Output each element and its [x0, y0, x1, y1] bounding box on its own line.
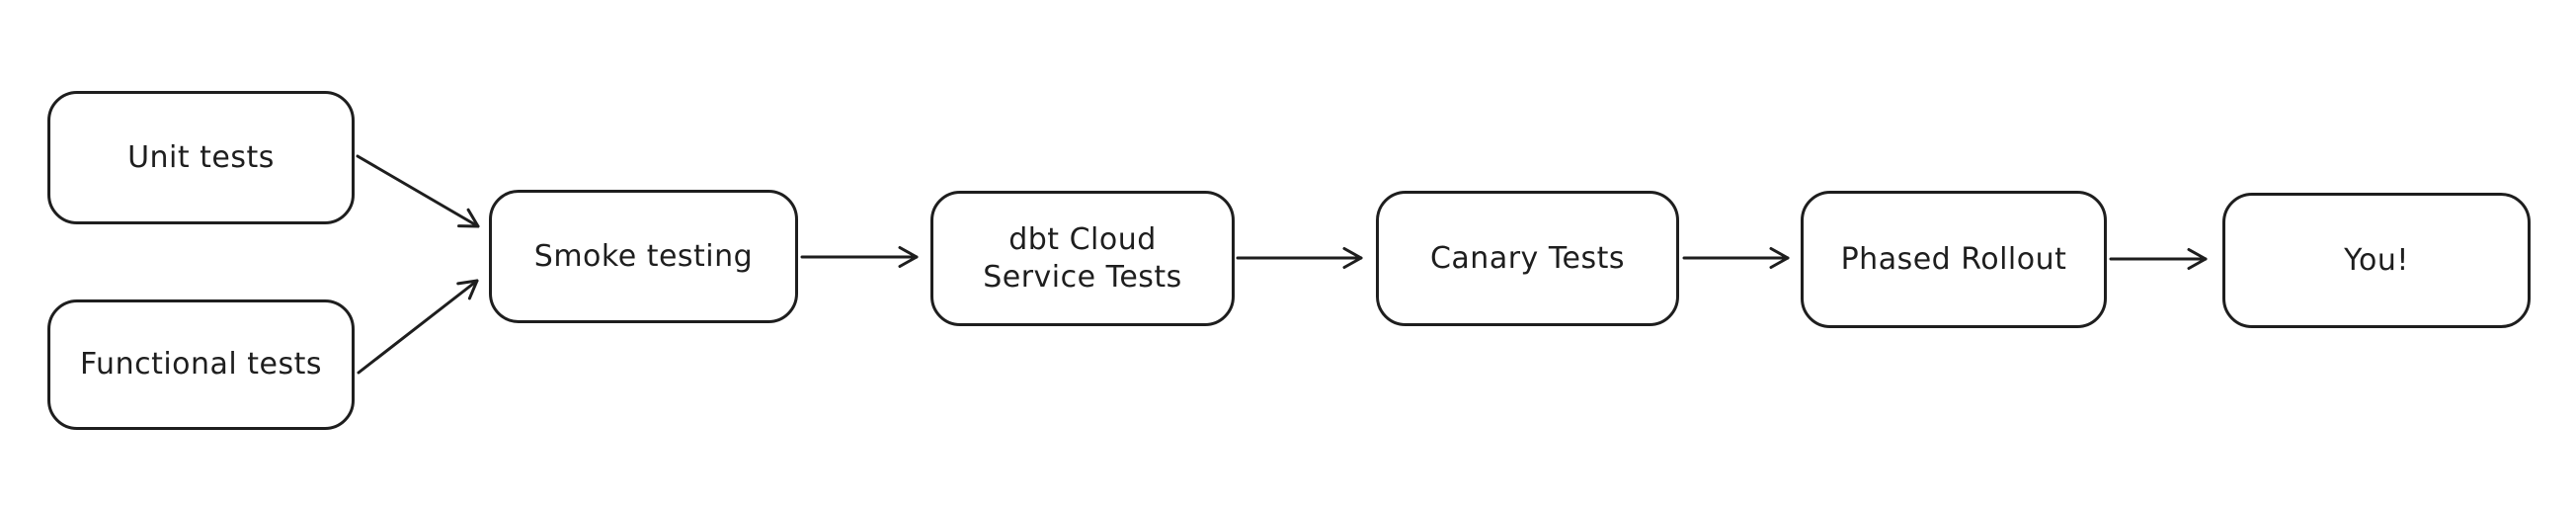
node-phased-rollout: Phased Rollout: [1801, 191, 2107, 328]
node-functional-tests: Functional tests: [47, 299, 355, 430]
arrow-functional-tests-to-smoke-testing: [357, 279, 479, 375]
node-unit-tests: Unit tests: [47, 91, 355, 224]
node-functional-tests-label: Functional tests: [79, 347, 323, 382]
node-dbt-cloud-service-tests: dbt Cloud Service Tests: [930, 191, 1235, 326]
node-you-label: You!: [2344, 242, 2409, 278]
node-canary-tests-label: Canary Tests: [1429, 240, 1626, 276]
node-dbt-cloud-service-tests-label: dbt Cloud Service Tests: [983, 222, 1182, 295]
node-canary-tests: Canary Tests: [1376, 191, 1679, 326]
node-smoke-testing: Smoke testing: [489, 190, 798, 323]
node-smoke-testing-label: Smoke testing: [533, 238, 754, 274]
node-phased-rollout-label: Phased Rollout: [1840, 241, 2067, 277]
node-unit-tests-label: Unit tests: [127, 139, 275, 175]
node-you: You!: [2222, 193, 2531, 328]
arrow-unit-tests-to-smoke-testing: [356, 154, 480, 228]
